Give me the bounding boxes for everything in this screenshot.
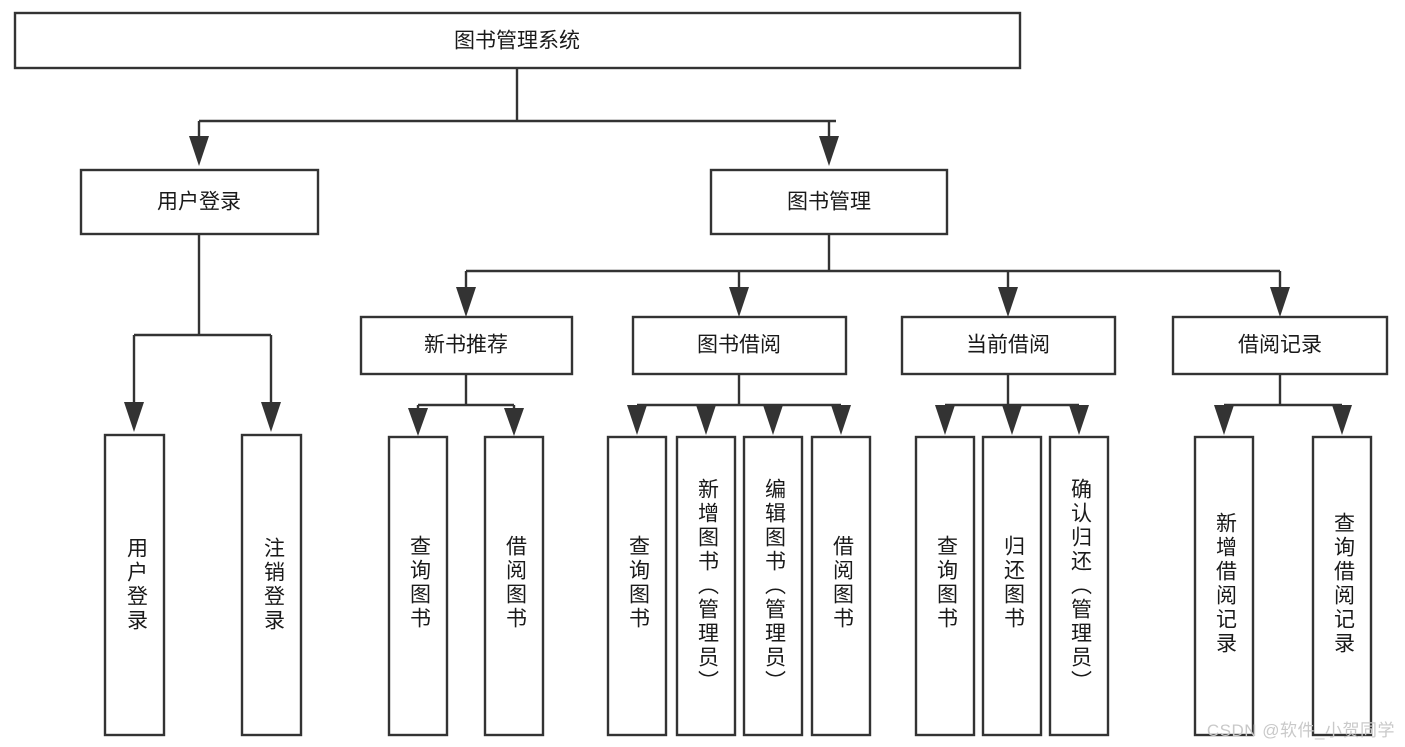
leaf-book-borrow-3-box[interactable] — [742, 435, 804, 737]
leaf-borrow-record-1[interactable]: 新增借阅记录 — [1193, 435, 1255, 737]
arrow-head-cb-leaf-3 — [1069, 405, 1089, 435]
node-book-manage-label: 图书管理 — [787, 191, 871, 214]
connectors-user-login-to-leaves — [124, 234, 281, 432]
node-new-book-recommend[interactable]: 新书推荐 — [359, 315, 574, 376]
leaf-new-book-2[interactable]: 借阅图书 — [483, 435, 545, 737]
node-root-system[interactable]: 图书管理系统 — [13, 11, 1022, 70]
connectors-root-to-level1 — [189, 68, 839, 166]
leaf-borrow-record-2[interactable]: 查询借阅记录 — [1311, 435, 1373, 737]
arrow-head-nb-leaf-2 — [504, 408, 524, 436]
node-user-login[interactable]: 用户登录 — [79, 168, 320, 236]
leaf-borrow-record-1-label: 新增借阅记录 — [1213, 512, 1237, 656]
node-borrow-record-box[interactable] — [1171, 315, 1389, 376]
node-book-borrow-box[interactable] — [631, 315, 848, 376]
leaf-new-book-1-box[interactable] — [387, 435, 449, 737]
node-book-borrow[interactable]: 图书借阅 — [631, 315, 848, 376]
arrow-head-book-borrow — [729, 287, 749, 317]
leaf-user-login-1-box[interactable] — [103, 433, 166, 737]
leaf-current-borrow-2-label: 归还图书 — [1001, 535, 1025, 631]
node-user-login-label: 用户登录 — [157, 191, 241, 214]
leaf-user-login-2-label: 注销登录 — [261, 537, 285, 633]
node-new-book-recommend-label: 新书推荐 — [424, 334, 508, 357]
leaf-user-login-2[interactable]: 注销登录 — [240, 433, 303, 737]
leaf-book-borrow-1-box[interactable] — [606, 435, 668, 737]
leaf-new-book-2-label: 借阅图书 — [503, 535, 527, 631]
node-root-box[interactable] — [13, 11, 1022, 70]
arrow-head-cb-leaf-2 — [1002, 405, 1022, 435]
leaf-user-login-2-box[interactable] — [240, 433, 303, 737]
connectors-new-book-to-leaves — [408, 374, 524, 436]
leaf-user-login-1[interactable]: 用户登录 — [103, 433, 166, 737]
node-current-borrow-box[interactable] — [900, 315, 1117, 376]
node-book-manage-box[interactable] — [709, 168, 949, 236]
leaf-book-borrow-1-label: 查询图书 — [626, 535, 650, 631]
arrow-head-nb-leaf-1 — [408, 408, 428, 436]
csdn-watermark: CSDN @软件_小贺同学 — [1206, 721, 1395, 740]
leaf-book-borrow-2-label: 新增图书（管理员） — [695, 478, 719, 694]
leaf-book-borrow-1[interactable]: 查询图书 — [606, 435, 668, 737]
leaf-current-borrow-3-box[interactable] — [1048, 435, 1110, 737]
node-root-label: 图书管理系统 — [454, 30, 580, 53]
node-book-borrow-label: 图书借阅 — [697, 334, 781, 357]
node-current-borrow[interactable]: 当前借阅 — [900, 315, 1117, 376]
arrow-head-current-borrow — [998, 287, 1018, 317]
connectors-current-borrow-to-leaves — [935, 374, 1089, 435]
leaf-current-borrow-1-box[interactable] — [914, 435, 976, 737]
arrow-head-bb-leaf-1 — [627, 405, 647, 435]
leaf-current-borrow-2[interactable]: 归还图书 — [981, 435, 1043, 737]
arrow-head-book-manage — [819, 136, 839, 166]
leaf-borrow-record-2-box[interactable] — [1311, 435, 1373, 737]
connectors-borrow-record-to-leaves — [1214, 374, 1352, 435]
node-borrow-record-label: 借阅记录 — [1238, 334, 1322, 357]
leaf-book-borrow-4[interactable]: 借阅图书 — [810, 435, 872, 737]
arrow-head-leaf-user-login — [124, 402, 144, 432]
leaf-borrow-record-1-box[interactable] — [1193, 435, 1255, 737]
connectors-book-manage-to-level2 — [456, 233, 1290, 317]
leaf-new-book-1[interactable]: 查询图书 — [387, 435, 449, 737]
leaf-book-borrow-3-label: 编辑图书（管理员） — [762, 478, 786, 694]
leaf-current-borrow-2-box[interactable] — [981, 435, 1043, 737]
arrow-head-leaf-logout — [261, 402, 281, 432]
leaf-book-borrow-3[interactable]: 编辑图书（管理员） — [742, 435, 804, 737]
leaf-new-book-1-label: 查询图书 — [407, 535, 431, 631]
arrow-head-borrow-record — [1270, 287, 1290, 317]
leaf-new-book-2-box[interactable] — [483, 435, 545, 737]
leaf-current-borrow-1[interactable]: 查询图书 — [914, 435, 976, 737]
leaf-current-borrow-3-label: 确认归还（管理员） — [1068, 478, 1092, 694]
node-book-manage[interactable]: 图书管理 — [709, 168, 949, 236]
leaf-book-borrow-2-box[interactable] — [675, 435, 737, 737]
leaf-current-borrow-1-label: 查询图书 — [934, 535, 958, 631]
arrow-head-bb-leaf-2 — [696, 405, 716, 435]
arrow-head-bb-leaf-4 — [831, 405, 851, 435]
leaf-user-login-1-label: 用户登录 — [124, 537, 148, 633]
node-borrow-record[interactable]: 借阅记录 — [1171, 315, 1389, 376]
connectors-book-borrow-to-leaves — [627, 374, 851, 435]
leaf-book-borrow-2[interactable]: 新增图书（管理员） — [675, 435, 737, 737]
node-user-login-box[interactable] — [79, 168, 320, 236]
leaf-borrow-record-2-label: 查询借阅记录 — [1331, 512, 1355, 656]
arrow-head-cb-leaf-1 — [935, 405, 955, 435]
arrow-head-bb-leaf-3 — [763, 405, 783, 435]
node-current-borrow-label: 当前借阅 — [966, 334, 1050, 357]
leaf-current-borrow-3[interactable]: 确认归还（管理员） — [1048, 435, 1110, 737]
arrow-head-br-leaf-2 — [1332, 405, 1352, 435]
arrow-head-new-book — [456, 287, 476, 317]
arrow-head-user-login — [189, 136, 209, 166]
leaf-book-borrow-4-label: 借阅图书 — [830, 535, 854, 631]
arrow-head-br-leaf-1 — [1214, 405, 1234, 435]
leaf-book-borrow-4-box[interactable] — [810, 435, 872, 737]
node-new-book-recommend-box[interactable] — [359, 315, 574, 376]
